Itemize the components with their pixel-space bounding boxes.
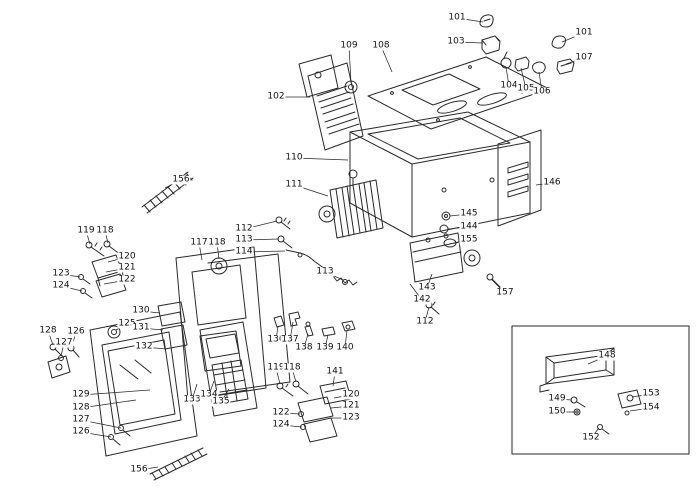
part-label-111: 111 (284, 179, 304, 190)
part-label-143: 143 (417, 282, 437, 293)
part-label-117: 117 (189, 237, 209, 248)
bracket-parts-midleft (107, 301, 188, 350)
part-label-144: 144 (459, 221, 479, 232)
part-label-103: 103 (446, 36, 466, 47)
part-label-141: 141 (325, 366, 345, 377)
latch-linkage-parts (275, 216, 358, 286)
part-label-101: 101 (447, 12, 467, 23)
part-label-121: 121 (341, 400, 361, 411)
part-label-140: 140 (335, 342, 355, 353)
part-label-123: 123 (341, 412, 361, 423)
part-label-120: 120 (117, 251, 137, 262)
part-label-129: 129 (71, 389, 91, 400)
part-label-107: 107 (574, 52, 594, 63)
part-label-121: 121 (117, 262, 137, 273)
part-label-124: 124 (51, 280, 71, 291)
part-label-102: 102 (266, 91, 286, 102)
part-label-114: 114 (234, 246, 254, 257)
inset-frame (511, 325, 690, 455)
part-label-136: 136 (266, 334, 286, 345)
part-label-106: 106 (532, 86, 552, 97)
part-label-126: 126 (66, 326, 86, 337)
fastener-parts-top-right (479, 14, 575, 75)
part-label-113: 113 (315, 266, 335, 277)
part-label-119: 119 (266, 362, 286, 373)
part-label-112: 112 (234, 223, 254, 234)
part-label-148: 148 (597, 350, 617, 361)
part-label-120: 120 (341, 389, 361, 400)
part-label-128: 128 (38, 325, 58, 336)
part-label-137: 137 (280, 334, 300, 345)
part-label-128: 128 (71, 402, 91, 413)
part-label-123: 123 (51, 268, 71, 279)
part-label-113: 113 (234, 234, 254, 245)
part-label-118: 118 (207, 237, 227, 248)
latch-lever-parts (273, 311, 356, 337)
part-label-130: 130 (131, 305, 151, 316)
part-label-155: 155 (459, 234, 479, 245)
part-label-110: 110 (284, 152, 304, 163)
hatch-strip-bottom (149, 447, 208, 481)
part-label-139: 139 (315, 342, 335, 353)
part-label-124: 124 (271, 419, 291, 430)
part-label-105: 105 (516, 83, 536, 94)
part-label-135: 135 (211, 396, 231, 407)
part-label-149: 149 (547, 393, 567, 404)
part-label-109: 109 (339, 40, 359, 51)
part-label-156: 156 (171, 174, 191, 185)
part-label-118: 118 (282, 362, 302, 373)
part-label-134: 134 (199, 389, 219, 400)
part-label-118: 118 (95, 225, 115, 236)
leader-line-129 (80, 389, 151, 396)
part-label-153: 153 (641, 388, 661, 399)
part-label-146: 146 (542, 177, 562, 188)
part-label-108: 108 (371, 40, 391, 51)
part-label-133: 133 (182, 394, 202, 405)
part-label-104: 104 (499, 80, 519, 91)
part-label-101: 101 (574, 27, 594, 38)
part-label-125: 125 (117, 318, 137, 329)
part-label-131: 131 (131, 322, 151, 333)
part-label-112: 112 (415, 316, 435, 327)
part-label-156: 156 (129, 464, 149, 475)
leader-line-109 (348, 45, 352, 84)
front-frame-panels (175, 246, 291, 401)
part-label-138: 138 (294, 342, 314, 353)
part-label-127: 127 (54, 337, 74, 348)
part-label-127: 127 (71, 414, 91, 425)
part-label-142: 142 (412, 294, 432, 305)
part-label-152: 152 (581, 432, 601, 443)
part-label-150: 150 (547, 406, 567, 417)
right-side-panel (497, 129, 542, 227)
magnetron (318, 169, 384, 239)
part-label-154: 154 (641, 402, 661, 413)
part-label-119: 119 (76, 225, 96, 236)
part-label-157: 157 (495, 287, 515, 298)
part-label-122: 122 (117, 274, 137, 285)
part-label-132: 132 (134, 341, 154, 352)
part-label-126: 126 (71, 426, 91, 437)
part-label-145: 145 (459, 208, 479, 219)
part-label-122: 122 (271, 407, 291, 418)
